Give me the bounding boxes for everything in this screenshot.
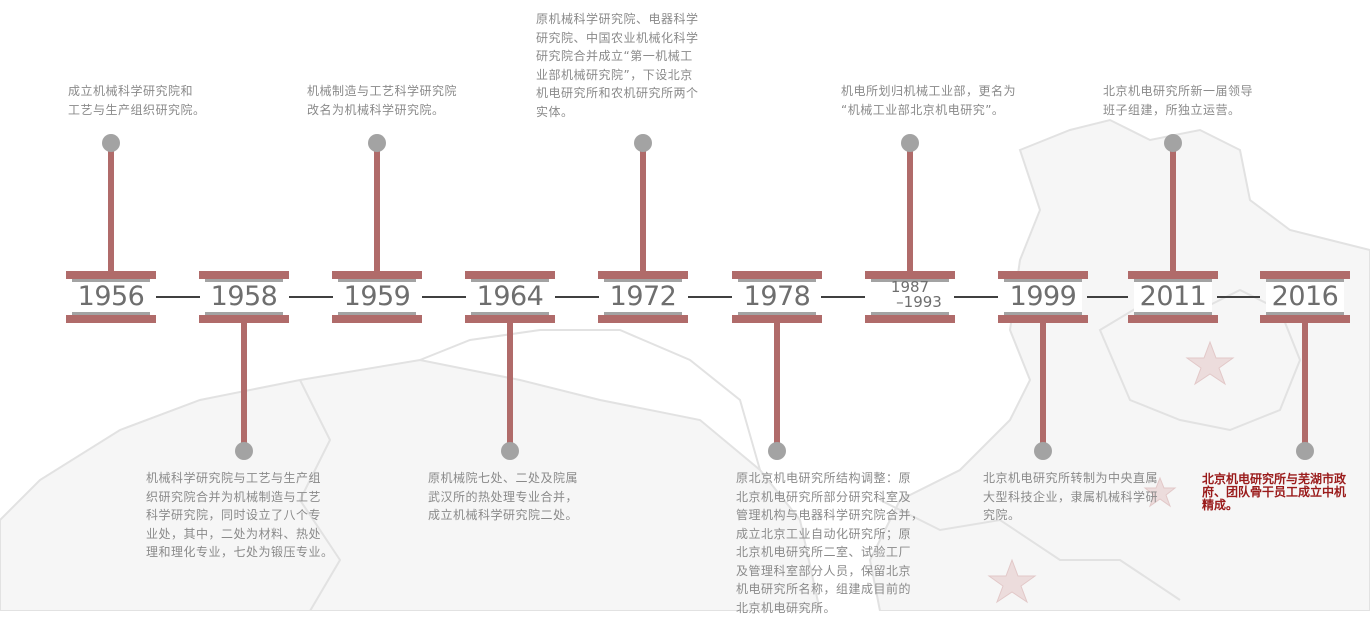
timeline-stem <box>640 143 646 271</box>
timeline-dot <box>768 442 786 460</box>
event-text: 北京机电研究所转制为中央直属 大型科技企业，隶属机械科学研 究院。 <box>983 471 1159 522</box>
timeline-connector <box>1217 296 1260 298</box>
event-text-highlighted: 北京机电研究所与芜湖市政 府、团队骨干员工成立中机 精成。 <box>1202 472 1347 512</box>
year-label: 1978 <box>743 281 811 312</box>
event-text: 机械科学研究院与工艺与生产组 织研究院合并为机械制造与工艺 科学研究院，同时设立… <box>146 471 334 559</box>
event-text: 原机械院七处、二处及院属 武汉所的热处理专业合并， 成立机械科学研究院二处。 <box>428 471 579 522</box>
timeline-stem <box>108 143 114 271</box>
event-text: 机械制造与工艺科学研究院 改名为机械科学研究院。 <box>307 84 458 117</box>
year-label: 1964 <box>476 281 544 312</box>
year-marker-1958: 1958 <box>199 271 289 323</box>
year-marker-1956: 1956 <box>66 271 156 323</box>
year-label: 1972 <box>609 281 677 312</box>
timeline-connector <box>156 296 200 298</box>
timeline-dot <box>634 134 652 152</box>
timeline-stem <box>507 323 513 451</box>
year-label: 1987 –1993 <box>871 280 949 310</box>
year-marker-1987-1993: 1987 –1993 <box>865 271 955 323</box>
year-marker-2011: 2011 <box>1128 271 1218 323</box>
timeline-dot <box>901 134 919 152</box>
timeline-dot <box>1034 442 1052 460</box>
year-marker-1999: 1999 <box>998 271 1088 323</box>
timeline-connector <box>688 296 732 298</box>
timeline-connector <box>1087 296 1128 298</box>
timeline-dot <box>1164 134 1182 152</box>
year-marker-1964: 1964 <box>465 271 555 323</box>
year-label: 1958 <box>210 281 278 312</box>
year-range-end: –1993 <box>896 293 942 311</box>
timeline-connector <box>555 296 599 298</box>
timeline-connector <box>821 296 865 298</box>
timeline-stem <box>1170 143 1176 271</box>
timeline-connector <box>954 296 998 298</box>
timeline-stem <box>774 323 780 451</box>
year-label: 1959 <box>343 281 411 312</box>
timeline-stem <box>1302 323 1308 451</box>
event-text: 机电所划归机械工业部，更名为 “机械工业部北京机电研究”。 <box>841 84 1017 117</box>
event-text: 北京机电研究所新一届领导 班子组建，所独立运营。 <box>1103 84 1254 117</box>
year-range-start: 1987 <box>890 278 930 296</box>
timeline-connector <box>422 296 466 298</box>
timeline-stem <box>374 143 380 271</box>
timeline-dot <box>501 442 519 460</box>
event-text: 原机械科学研究院、电器科学 研究院、中国农业机械化科学 研究院合并成立“第一机械… <box>536 12 699 119</box>
timeline-stem <box>241 323 247 451</box>
timeline-stem <box>907 143 913 271</box>
year-marker-1972: 1972 <box>598 271 688 323</box>
year-marker-2016: 2016 <box>1260 271 1350 323</box>
timeline-dot <box>102 134 120 152</box>
year-marker-1959: 1959 <box>332 271 422 323</box>
timeline-dot <box>1296 442 1314 460</box>
year-label: 2011 <box>1139 281 1207 312</box>
timeline-dot <box>235 442 253 460</box>
year-marker-1978: 1978 <box>732 271 822 323</box>
year-label: 1999 <box>1009 281 1077 312</box>
event-text: 原北京机电研究所结构调整：原 北京机电研究所部分研究科室及 管理机构与电器科学研… <box>736 471 924 615</box>
timeline-stem <box>1040 323 1046 451</box>
timeline-dot <box>368 134 386 152</box>
timeline-connector <box>289 296 333 298</box>
event-text: 成立机械科学研究院和 工艺与生产组织研究院。 <box>68 84 206 117</box>
year-label: 1956 <box>77 281 145 312</box>
year-label: 2016 <box>1271 281 1339 312</box>
